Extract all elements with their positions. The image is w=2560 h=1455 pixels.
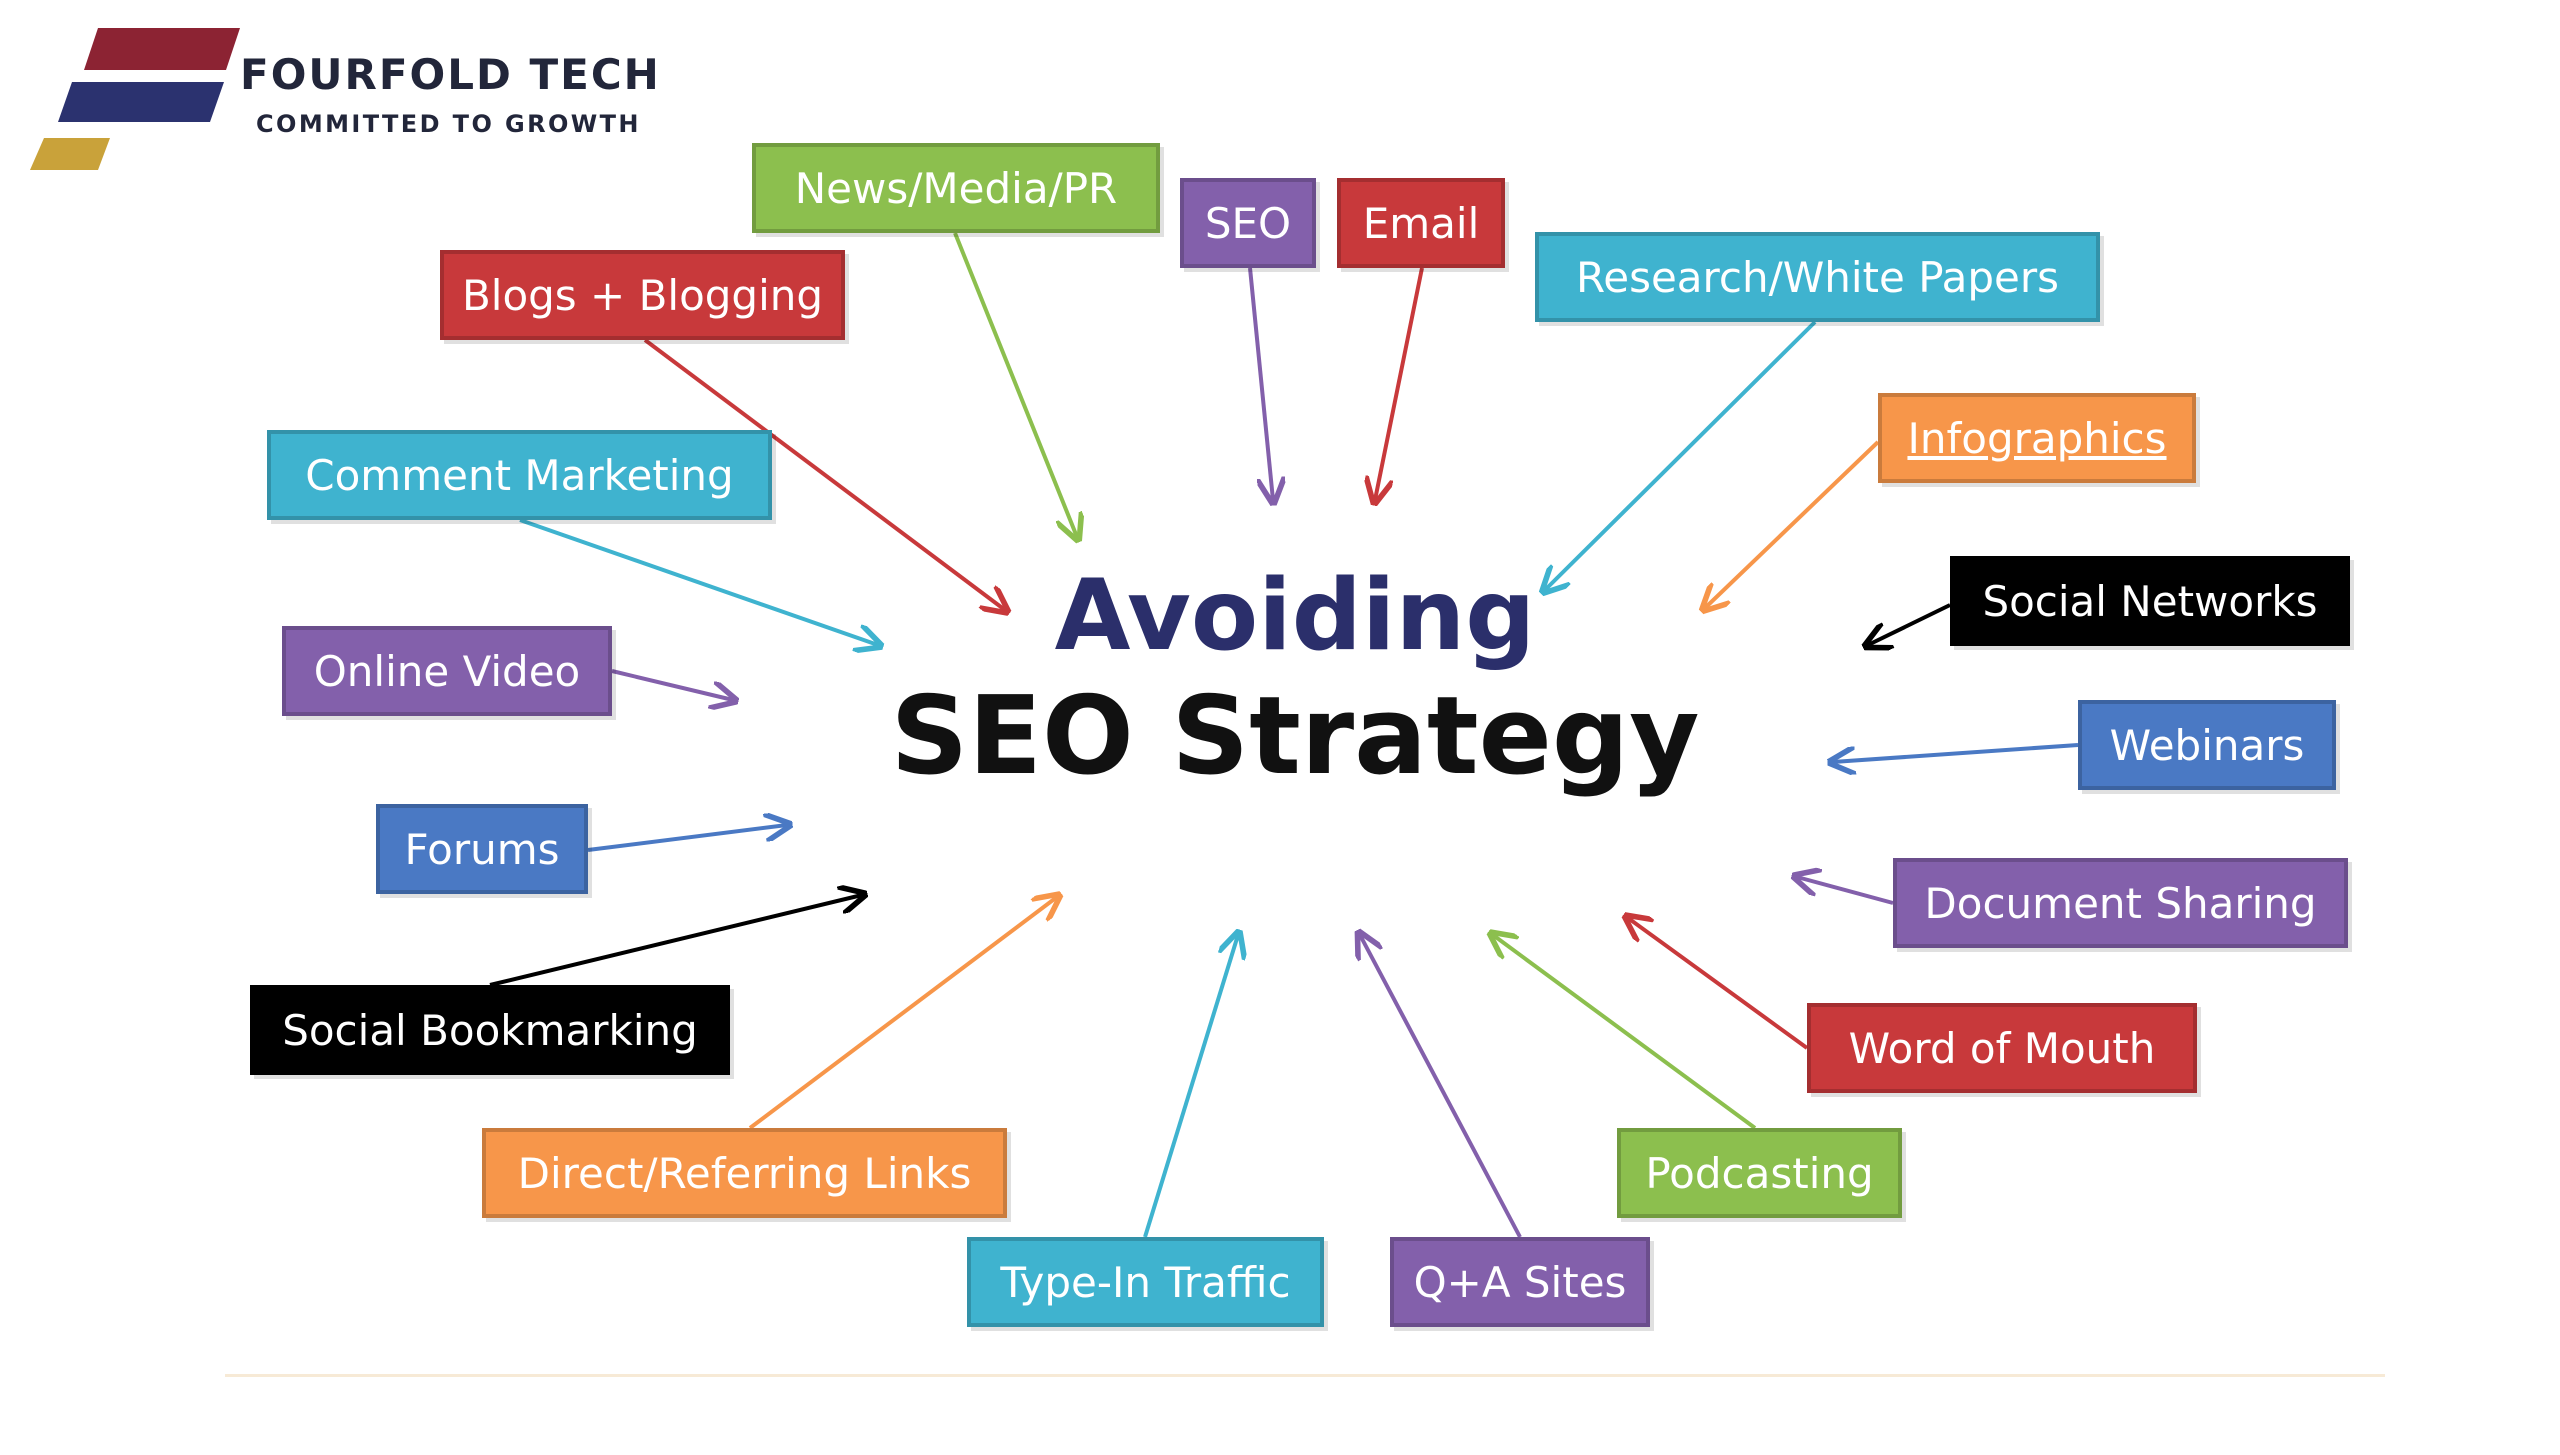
node-social-bookmarking: Social Bookmarking (250, 985, 730, 1075)
node-email: Email (1337, 178, 1505, 268)
node-seo: SEO (1180, 178, 1316, 268)
arrow-direct-links (748, 897, 1057, 1130)
node-label: Q+A Sites (1413, 1257, 1627, 1307)
node-label: SEO (1204, 198, 1292, 248)
arrow-document-sharing (1797, 877, 1894, 905)
node-online-video: Online Video (282, 626, 612, 716)
arrow-seo (1248, 267, 1273, 500)
brand-name: FOURFOLD TECH (240, 50, 661, 99)
node-label: Online Video (313, 646, 581, 696)
arrow-word-of-mouth (1628, 918, 1809, 1050)
arrow-type-in (1143, 935, 1238, 1238)
node-label: Infographics (1907, 413, 2167, 463)
arrow-podcasting (1493, 935, 1757, 1130)
arrow-webinars (1833, 743, 2079, 762)
node-research: Research/White Papers (1535, 232, 2100, 322)
arrow-comment (519, 518, 878, 645)
brand-tagline: COMMITTED TO GROWTH (256, 110, 641, 138)
node-blogs: Blogs + Blogging (440, 250, 845, 340)
arrow-news (953, 232, 1077, 537)
node-label: Type-In Traffic (1000, 1257, 1291, 1307)
arrow-research (1545, 320, 1817, 590)
node-label: Comment Marketing (305, 450, 734, 500)
node-label: Forums (404, 824, 560, 874)
node-label: Email (1362, 198, 1480, 248)
node-label: Podcasting (1645, 1148, 1874, 1198)
node-webinars: Webinars (2078, 700, 2336, 790)
arrow-online-video (611, 669, 733, 700)
node-comment: Comment Marketing (267, 430, 772, 520)
node-podcasting: Podcasting (1617, 1128, 1902, 1218)
bottom-divider (225, 1374, 2385, 1377)
arrow-blogs (643, 338, 1005, 610)
logo-stripe-top (84, 28, 240, 70)
node-label: Research/White Papers (1575, 252, 2060, 302)
node-word-of-mouth: Word of Mouth (1807, 1003, 2197, 1093)
node-qa-sites: Q+A Sites (1390, 1237, 1650, 1327)
node-social-networks: Social Networks (1950, 556, 2350, 646)
arrow-social-networks (1868, 603, 1951, 645)
node-document-sharing: Document Sharing (1893, 858, 2348, 948)
node-label: Social Bookmarking (282, 1005, 698, 1055)
arrow-social-bookmarking (489, 895, 862, 987)
node-type-in: Type-In Traffic (967, 1237, 1324, 1327)
arrow-qa-sites (1360, 935, 1522, 1238)
node-label: Webinars (2109, 720, 2305, 770)
node-news: News/Media/PR (752, 143, 1160, 233)
logo-stripe-bottom (30, 138, 110, 170)
node-infographics: Infographics (1878, 393, 2196, 483)
fourfold-logo-icon (30, 28, 240, 170)
brand-logo: FOURFOLD TECH COMMITTED TO GROWTH (28, 22, 668, 172)
central-topic: Avoiding SEO Strategy (820, 560, 1770, 802)
node-label: Direct/Referring Links (517, 1148, 972, 1198)
arrow-forums (587, 825, 787, 852)
arrow-email (1375, 267, 1424, 500)
node-label: Social Networks (1982, 576, 2318, 626)
title-line-1: Avoiding (1054, 559, 1536, 673)
title-line-2: SEO Strategy (890, 674, 1700, 799)
node-label: Document Sharing (1924, 878, 2317, 928)
logo-stripe-middle (58, 82, 224, 122)
node-forums: Forums (376, 804, 588, 894)
node-direct-links: Direct/Referring Links (482, 1128, 1007, 1218)
node-label: Blogs + Blogging (461, 270, 824, 320)
node-label: News/Media/PR (794, 163, 1118, 213)
arrow-infographics (1705, 440, 1880, 608)
node-label: Word of Mouth (1848, 1023, 2156, 1073)
